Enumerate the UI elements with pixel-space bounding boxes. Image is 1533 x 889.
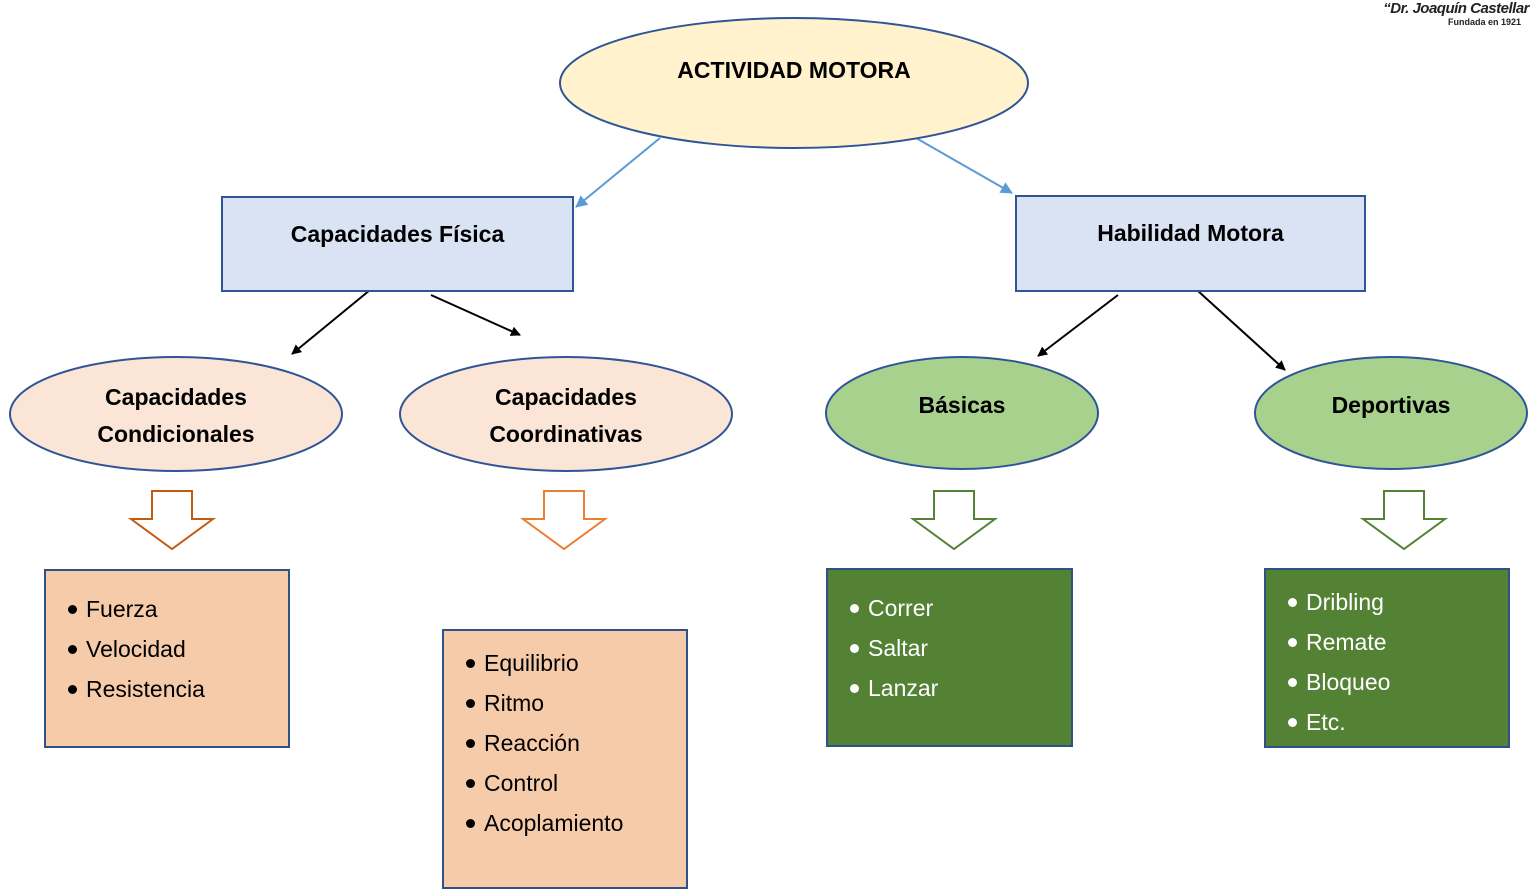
conditional-list: Fuerza Velocidad Resistencia: [66, 589, 288, 709]
down-arrow-coordinative: [519, 490, 609, 551]
conditional-list-box: Fuerza Velocidad Resistencia: [44, 569, 290, 748]
connector-motor-basic: [1037, 294, 1119, 357]
connector-root-physical: [575, 137, 661, 208]
sports-label: Deportivas: [1255, 383, 1527, 427]
basic-list-box: Correr Saltar Lanzar: [826, 568, 1073, 747]
connector-motor-sports: [1197, 290, 1286, 371]
list-item: Bloqueo: [1286, 662, 1508, 702]
logo-name: “Dr. Joaquín Castellar: [1383, 0, 1529, 17]
sports-list: Dribling Remate Bloqueo Etc.: [1286, 582, 1508, 742]
list-item: Reacción: [464, 723, 686, 763]
coordinative-list-box: Equilibrio Ritmo Reacción Control Acopla…: [442, 629, 688, 889]
motor-skill-label: Habilidad Motora: [1016, 196, 1365, 271]
basic-text: Básicas: [918, 391, 1006, 418]
coordinative-line2: Coordinativas: [489, 421, 643, 447]
school-logo: “Dr. Joaquín Castellar Fundada en 1921: [1383, 0, 1529, 27]
list-item: Velocidad: [66, 629, 288, 669]
list-item: Remate: [1286, 622, 1508, 662]
basic-ellipse: [825, 356, 1099, 470]
conditional-line1: Capacidades: [105, 384, 247, 411]
down-arrow-sports: [1359, 490, 1449, 551]
root-node: [559, 17, 1029, 149]
connector-root-motor: [915, 137, 1013, 194]
conditional-label: Capacidades Condicionales: [10, 376, 342, 456]
list-item: Resistencia: [66, 669, 288, 709]
root-label-text: ACTIVIDAD MOTORA: [677, 56, 911, 83]
motor-skill-text: Habilidad Motora: [1097, 220, 1284, 247]
conditional-ellipse: [9, 356, 343, 472]
sports-text: Deportivas: [1331, 391, 1451, 418]
down-arrow-basic: [909, 490, 999, 551]
basic-list: Correr Saltar Lanzar: [848, 588, 1071, 708]
list-item: Control: [464, 763, 686, 803]
list-item: Correr: [848, 588, 1071, 628]
list-item: Acoplamiento: [464, 803, 686, 843]
sports-ellipse: [1254, 356, 1528, 470]
sports-list-box: Dribling Remate Bloqueo Etc.: [1264, 568, 1510, 748]
coordinative-line1: Capacidades: [495, 384, 637, 411]
logo-subtitle: Fundada en 1921: [1447, 17, 1521, 27]
root-label: ACTIVIDAD MOTORA: [560, 40, 1028, 100]
coordinative-label: Capacidades Coordinativas: [400, 376, 732, 456]
list-item: Fuerza: [66, 589, 288, 629]
list-item: Dribling: [1286, 582, 1508, 622]
physical-capacities-label: Capacidades Física: [222, 197, 573, 272]
coordinative-list: Equilibrio Ritmo Reacción Control Acopla…: [464, 643, 686, 843]
motor-skill-box: [1015, 195, 1366, 292]
conditional-line2: Condicionales: [97, 421, 255, 447]
list-item: Saltar: [848, 628, 1071, 668]
connector-physical-conditional: [291, 289, 371, 355]
physical-capacities-box: [221, 196, 574, 292]
list-item: Ritmo: [464, 683, 686, 723]
coordinative-ellipse: [399, 356, 733, 472]
down-arrow-conditional: [127, 490, 217, 551]
basic-label: Básicas: [826, 383, 1098, 427]
list-item: Equilibrio: [464, 643, 686, 683]
connector-physical-coordinative: [430, 294, 521, 336]
list-item: Lanzar: [848, 668, 1071, 708]
physical-capacities-text: Capacidades Física: [290, 221, 505, 248]
list-item: Etc.: [1286, 702, 1508, 742]
